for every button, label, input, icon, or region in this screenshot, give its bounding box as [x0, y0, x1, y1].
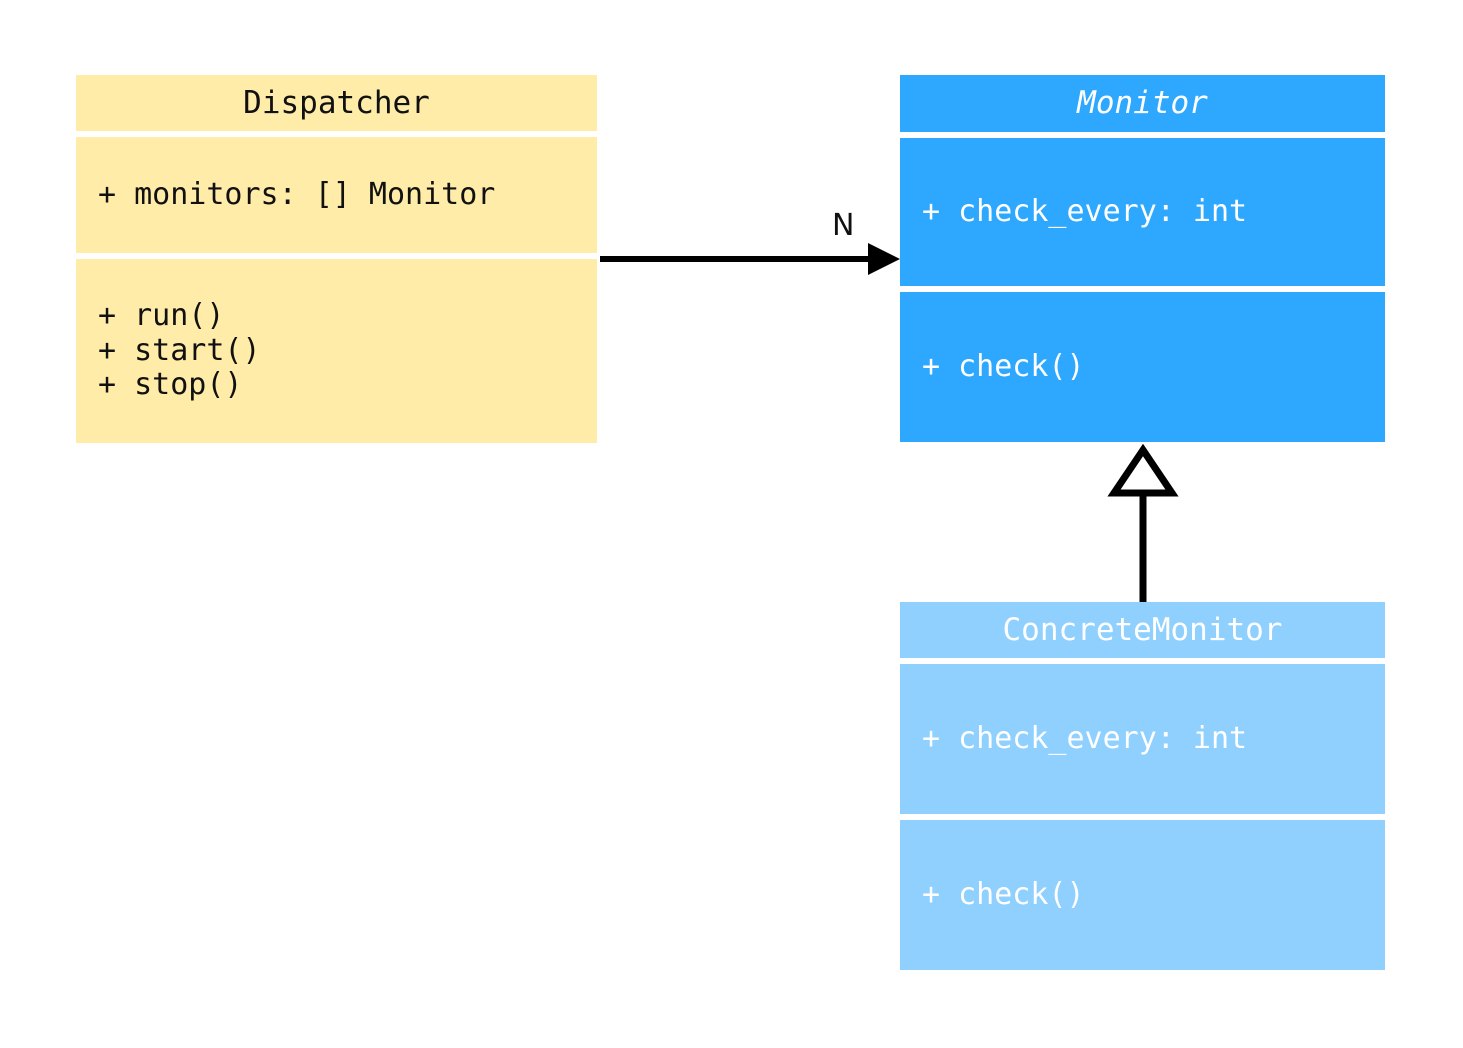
association-dispatcher-monitor [600, 243, 900, 275]
uml-class-dispatcher[interactable]: Dispatcher + monitors: [] Monitor + run(… [76, 75, 597, 443]
class-methods-compartment: + run() + start() + stop() [76, 259, 597, 443]
class-name-dispatcher: Dispatcher [243, 84, 430, 121]
method-item: + start() [98, 332, 261, 368]
attribute-item: + check_every: int [922, 193, 1248, 229]
uml-class-monitor[interactable]: Monitor + check_every: int + check() [900, 75, 1385, 442]
class-attributes-compartment: + check_every: int [900, 138, 1385, 286]
filled-arrowhead-icon [868, 243, 900, 275]
method-item: + stop() [98, 367, 243, 403]
class-name-concrete-monitor: ConcreteMonitor [1002, 611, 1283, 648]
uml-class-concrete-monitor[interactable]: ConcreteMonitor + check_every: int + che… [900, 602, 1385, 970]
class-title-compartment: Monitor [900, 75, 1385, 132]
attribute-item: + check_every: int [922, 720, 1248, 756]
class-name-monitor: Monitor [1077, 85, 1208, 122]
class-methods-compartment: + check() [900, 820, 1385, 970]
class-title-compartment: ConcreteMonitor [900, 602, 1385, 658]
method-item: + check() [922, 876, 1085, 912]
class-methods-compartment: + check() [900, 292, 1385, 442]
association-multiplicity-label: N [832, 208, 855, 243]
class-title-compartment: Dispatcher [76, 75, 597, 131]
method-item: + run() [98, 298, 225, 334]
hollow-triangle-arrowhead-icon [1107, 443, 1179, 497]
class-attributes-compartment: + check_every: int [900, 664, 1385, 814]
method-item: + check() [922, 348, 1085, 384]
class-attributes-compartment: + monitors: [] Monitor [76, 137, 597, 253]
attribute-item: + monitors: [] Monitor [98, 176, 496, 212]
generalization-concrete-monitor-monitor [1107, 443, 1179, 602]
